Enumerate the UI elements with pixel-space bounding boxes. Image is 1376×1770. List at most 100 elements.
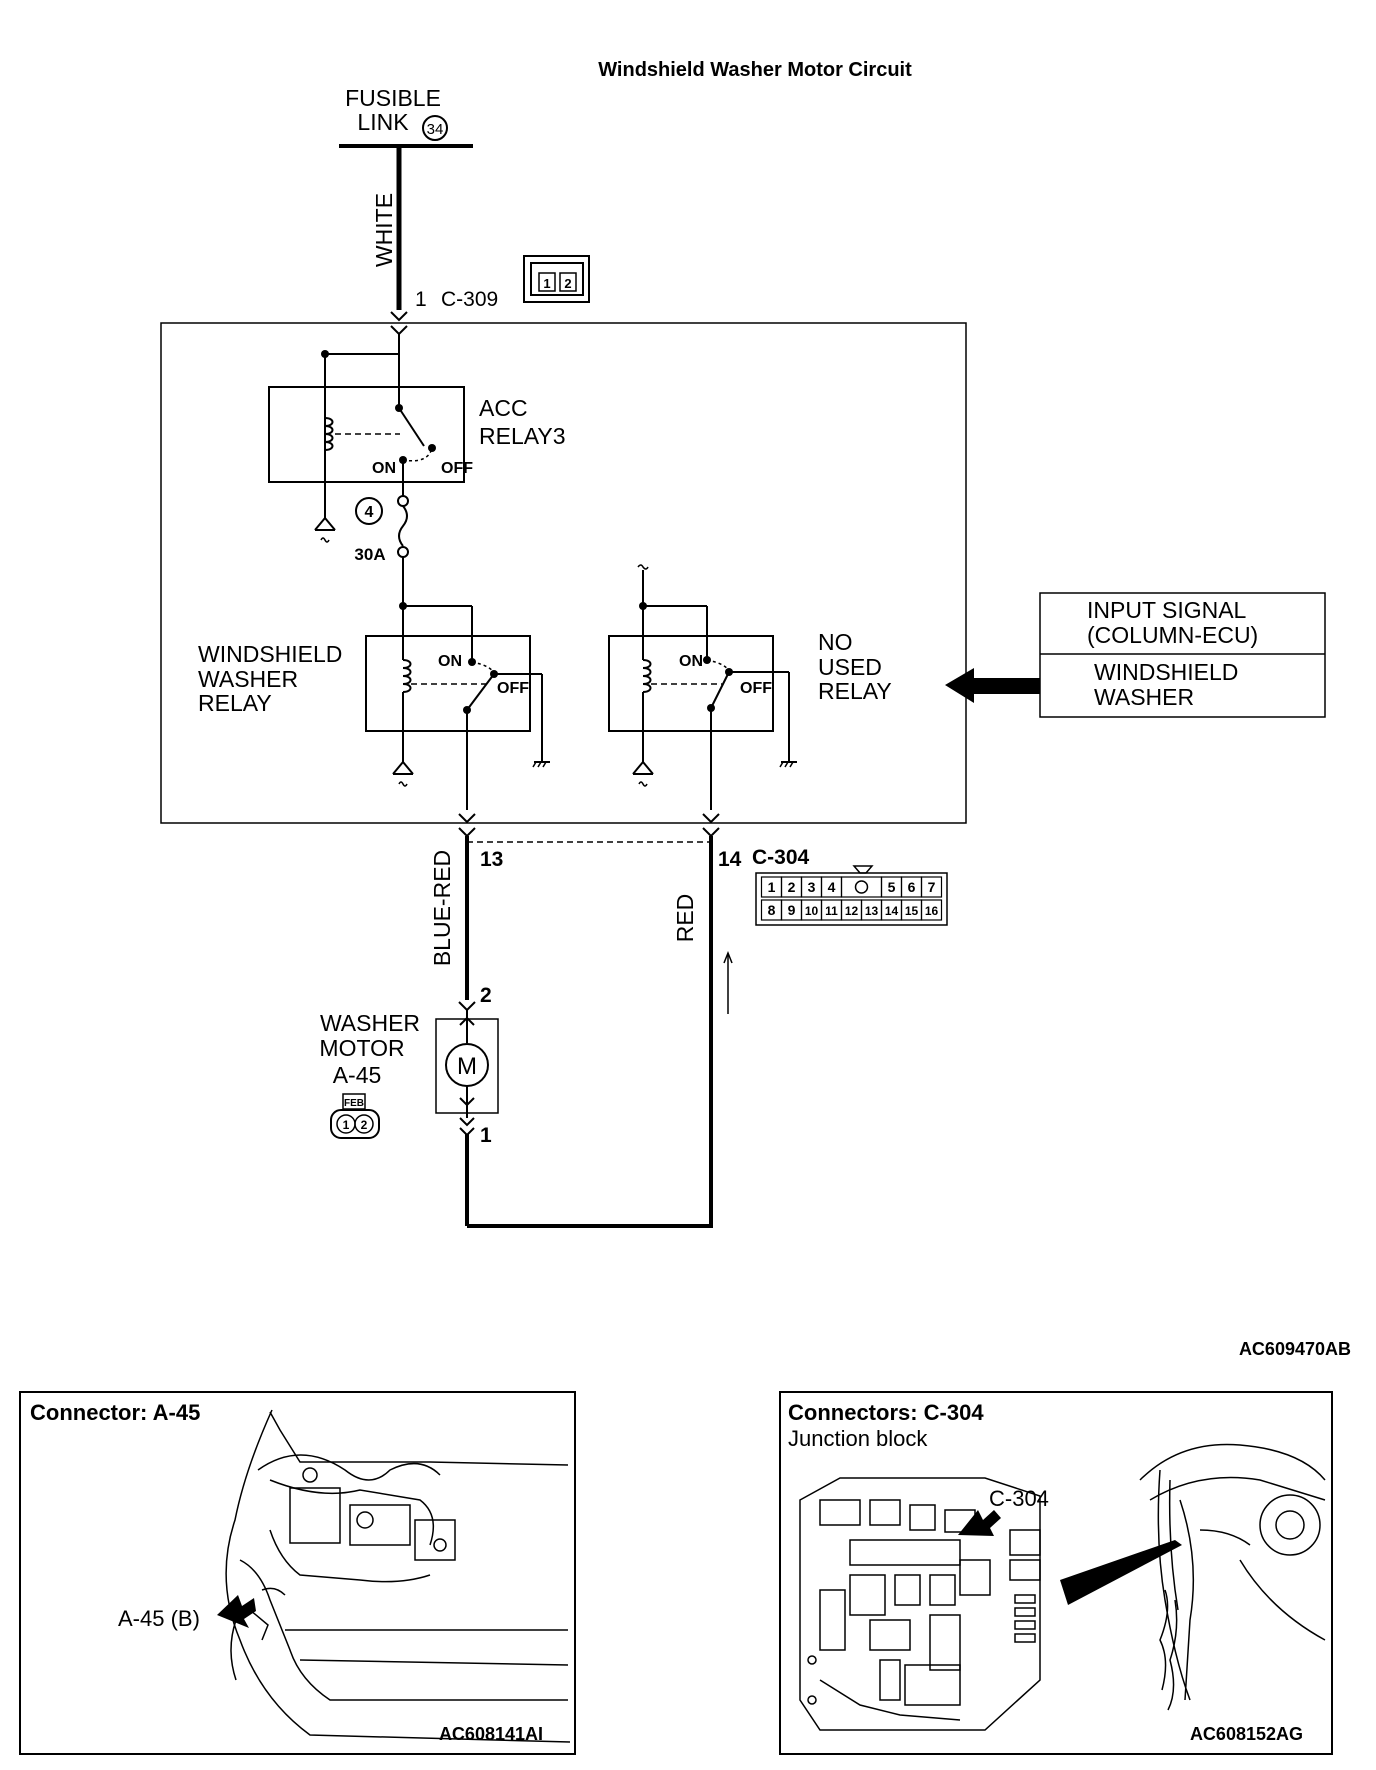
c304-terminal-14-arrows [702, 813, 720, 838]
panel-c304-title: Connectors: C-304 [788, 1400, 984, 1425]
svg-text:2: 2 [361, 1118, 368, 1132]
c304-pin-label: 16 [925, 904, 939, 918]
unused-relay-label-3: RELAY [818, 678, 892, 704]
c304-pin-label: 12 [845, 904, 859, 918]
input-signal-body-1: WINDSHIELD [1094, 659, 1238, 685]
acc-relay-label-2: RELAY3 [479, 423, 566, 449]
acc-relay-off: OFF [441, 460, 473, 477]
c304-terminal-13-arrows [458, 813, 476, 838]
input-signal-header-2: (COLUMN-ECU) [1087, 622, 1258, 648]
location-wedge-pointer [1060, 1540, 1182, 1605]
unused-relay-label-2: USED [818, 654, 882, 680]
unused-relay-label-1: NO [818, 629, 853, 655]
motor-pin-1: 1 [480, 1124, 492, 1147]
panel-connector-a45: Connector: A-45 A-45 (B) AC608141AI [19, 1391, 576, 1755]
red-wire-label: RED [672, 894, 698, 943]
ground-symbol-2 [779, 761, 798, 768]
panel-c304-code: AC608152AG [1190, 1724, 1303, 1744]
panel-a45-title: Connector: A-45 [30, 1400, 200, 1425]
motor-label-1: WASHER [320, 1010, 420, 1036]
engine-bay-illustration [225, 1409, 571, 1743]
c304-pin-cell [920, 876, 943, 898]
blue-red-wire-label: BLUE-RED [429, 850, 455, 966]
c304-pin-label: 1 [768, 879, 776, 895]
fusible-link-number: 34 [427, 121, 444, 138]
c304-pointer-arrow [958, 1510, 1001, 1536]
motor-label-2: MOTOR [319, 1035, 404, 1061]
fuse-symbol [398, 505, 408, 547]
unused-relay-off: OFF [740, 680, 772, 697]
c304-pin-cell [920, 899, 943, 921]
no-used-relay: ON OFF NO USED RELAY [608, 629, 892, 732]
c304-pin-label: 4 [828, 879, 836, 895]
unused-relay-on: ON [679, 653, 703, 670]
diagram-code: AC609470AB [1239, 1339, 1351, 1359]
c309-name: C-309 [441, 288, 498, 311]
junction-block-box [160, 322, 967, 824]
fuse-terminal-bottom [397, 546, 409, 558]
a45-connector-icon: FEB 1 2 [330, 1093, 380, 1139]
panel-a45-callout: A-45 (B) [118, 1606, 200, 1631]
windshield-washer-relay: ON OFF WINDSHIELD WASHER RELAY [198, 635, 531, 732]
c304-pin-label: 10 [805, 904, 819, 918]
c304-pin-label: 13 [865, 904, 879, 918]
c304-pin-label: 2 [788, 879, 796, 895]
svg-text:1: 1 [343, 1118, 350, 1132]
acc-relay: ON OFF ACC RELAY3 [268, 386, 566, 483]
panel-connectors-c304: Connectors: C-304 Junction block [779, 1391, 1333, 1755]
c304-pin-label: 15 [905, 904, 919, 918]
input-signal-body-2: WASHER [1094, 684, 1194, 710]
fusible-link: FUSIBLE LINK 34 [339, 85, 473, 148]
fuse-number-circle [355, 497, 383, 525]
panel-c304-subtitle: Junction block [788, 1426, 928, 1451]
svg-text:1: 1 [543, 276, 550, 291]
c304-pin-14: 14 [718, 848, 742, 871]
fusible-link-number-circle [422, 115, 448, 141]
c304-pin-label: 5 [888, 879, 896, 895]
c309-connector-icon: 1 2 [523, 255, 590, 303]
c304-pin-label: 6 [908, 879, 916, 895]
c304-pin-13: 13 [480, 848, 503, 871]
washer-relay-label-1: WINDSHIELD [198, 641, 342, 667]
panel-c304-callout: C-304 [989, 1486, 1049, 1511]
panel-a45-code: AC608141AI [439, 1724, 543, 1744]
input-signal-arrow [945, 668, 1040, 703]
c304-pin-label: 14 [885, 904, 899, 918]
acc-relay-label-1: ACC [479, 395, 528, 421]
svg-text:2: 2 [564, 276, 571, 291]
junction-block-illustration [799, 1477, 1041, 1731]
fusible-link-line2: LINK [357, 109, 409, 135]
washer-relay-label-3: RELAY [198, 690, 272, 716]
diagram-title: Windshield Washer Motor Circuit [598, 59, 912, 81]
c309-pin: 1 [415, 288, 427, 311]
c304-pin-label: 3 [808, 879, 816, 895]
input-signal-header-1: INPUT SIGNAL [1087, 597, 1247, 623]
c304-key-circle [854, 880, 869, 894]
washer-relay-off: OFF [497, 680, 529, 697]
motor-symbol: M [457, 1053, 477, 1080]
input-signal-box: INPUT SIGNAL (COLUMN-ECU) WINDSHIELD WAS… [1039, 592, 1326, 718]
dashboard-illustration [1139, 1443, 1326, 1711]
washer-motor: M WASHER MOTOR A-45 [319, 1010, 499, 1137]
ground-symbol-1 [532, 761, 551, 768]
c304-pin-label: 7 [928, 879, 936, 895]
a45-pointer-arrow [217, 1595, 256, 1628]
washer-relay-label-2: WASHER [198, 666, 298, 692]
c304-name: C-304 [752, 846, 810, 869]
motor-pin-2: 2 [480, 984, 492, 1007]
fuse-rating: 30A [354, 545, 385, 564]
acc-relay-on: ON [372, 460, 396, 477]
washer-relay-on: ON [438, 653, 462, 670]
white-wire-label: WHITE [371, 193, 397, 267]
fusible-link-line1: FUSIBLE [345, 85, 441, 111]
c304-pin-label: 8 [768, 902, 776, 918]
c304-pin-label: 9 [788, 902, 796, 918]
fuse-number: 4 [365, 504, 374, 521]
svg-text:FEB: FEB [344, 1098, 364, 1109]
c304-pin-label: 11 [825, 904, 838, 918]
motor-id: A-45 [333, 1062, 382, 1088]
c304-pin-cell [840, 876, 883, 898]
fuse-terminal-top [397, 495, 409, 507]
